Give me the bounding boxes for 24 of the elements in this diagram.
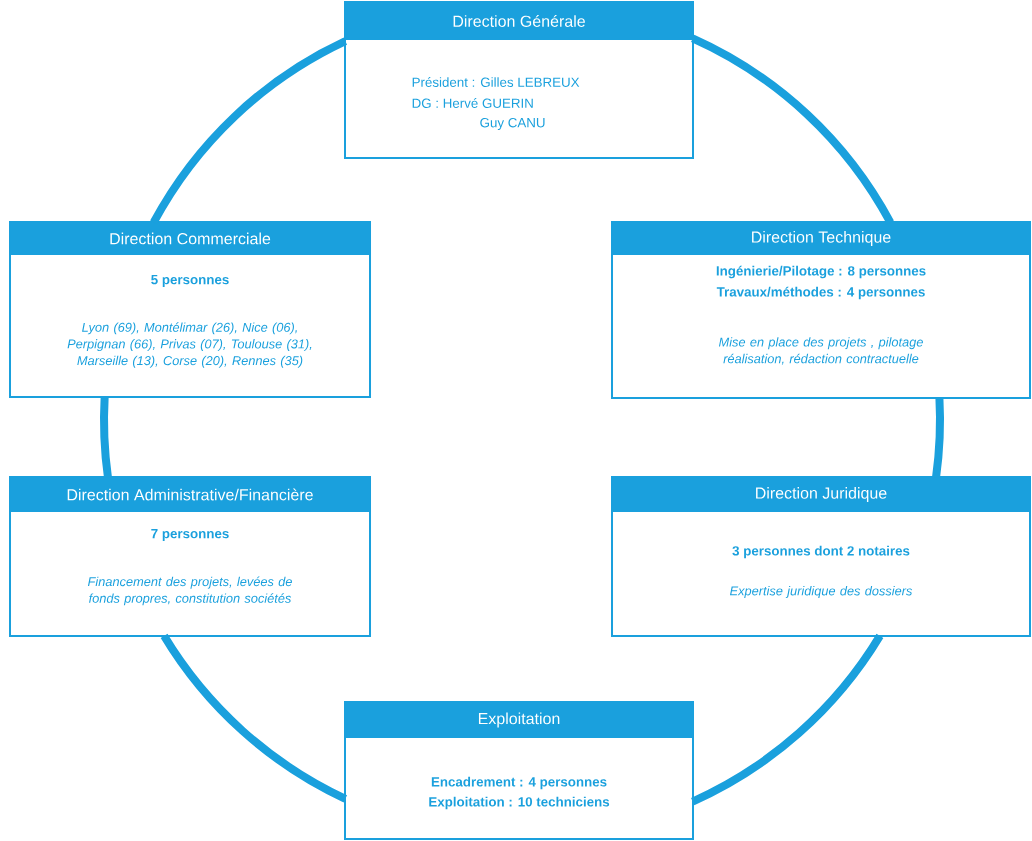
body-text: Financement des projets, levées de fonds propres, constitution sociétés xyxy=(87,576,292,606)
body-text: Guy CANU xyxy=(480,117,545,130)
body-text: 5 personnes xyxy=(151,275,229,287)
body-text: Mise en place des projets , pilotage réalisation, rédaction contractuelle xyxy=(718,337,923,365)
box-header: Direction Générale xyxy=(345,2,693,40)
box-header: Direction Technique xyxy=(612,222,1030,255)
body-text: 7 personnes xyxy=(151,529,229,541)
body-text: Travaux/méthodes : 4 personnes xyxy=(716,286,925,300)
box-header: Direction Commerciale xyxy=(10,222,370,255)
body-text: Expertise juridique des dossiers xyxy=(730,586,913,598)
body-text: Président : Gilles LEBREUX xyxy=(412,77,580,87)
body-text: Ingénierie/Pilotage : 8 personnes xyxy=(716,265,926,279)
body-text: Encadrement : 4 personnes xyxy=(431,776,607,790)
body-text: Lyon (69), Montélimar (26), Nice (06), Perpignan (66), Privas (07), Toulouse (31), Marseille (13), Corse (20), Rennes (35) xyxy=(67,322,312,368)
box-header: Exploitation xyxy=(345,702,693,738)
ring-arc xyxy=(160,633,348,803)
body-text: 3 personnes dont 2 notaires xyxy=(732,545,910,559)
ring-arc xyxy=(100,396,112,478)
box-header: Direction Juridique xyxy=(612,477,1030,512)
body-text: DG : Hervé GUERIN xyxy=(412,98,533,108)
ring-arc xyxy=(932,397,944,478)
body-text: Exploitation : 10 techniciens xyxy=(429,796,610,810)
box-header: Direction Administrative/Financière xyxy=(10,477,370,512)
ring-arc xyxy=(690,633,884,806)
